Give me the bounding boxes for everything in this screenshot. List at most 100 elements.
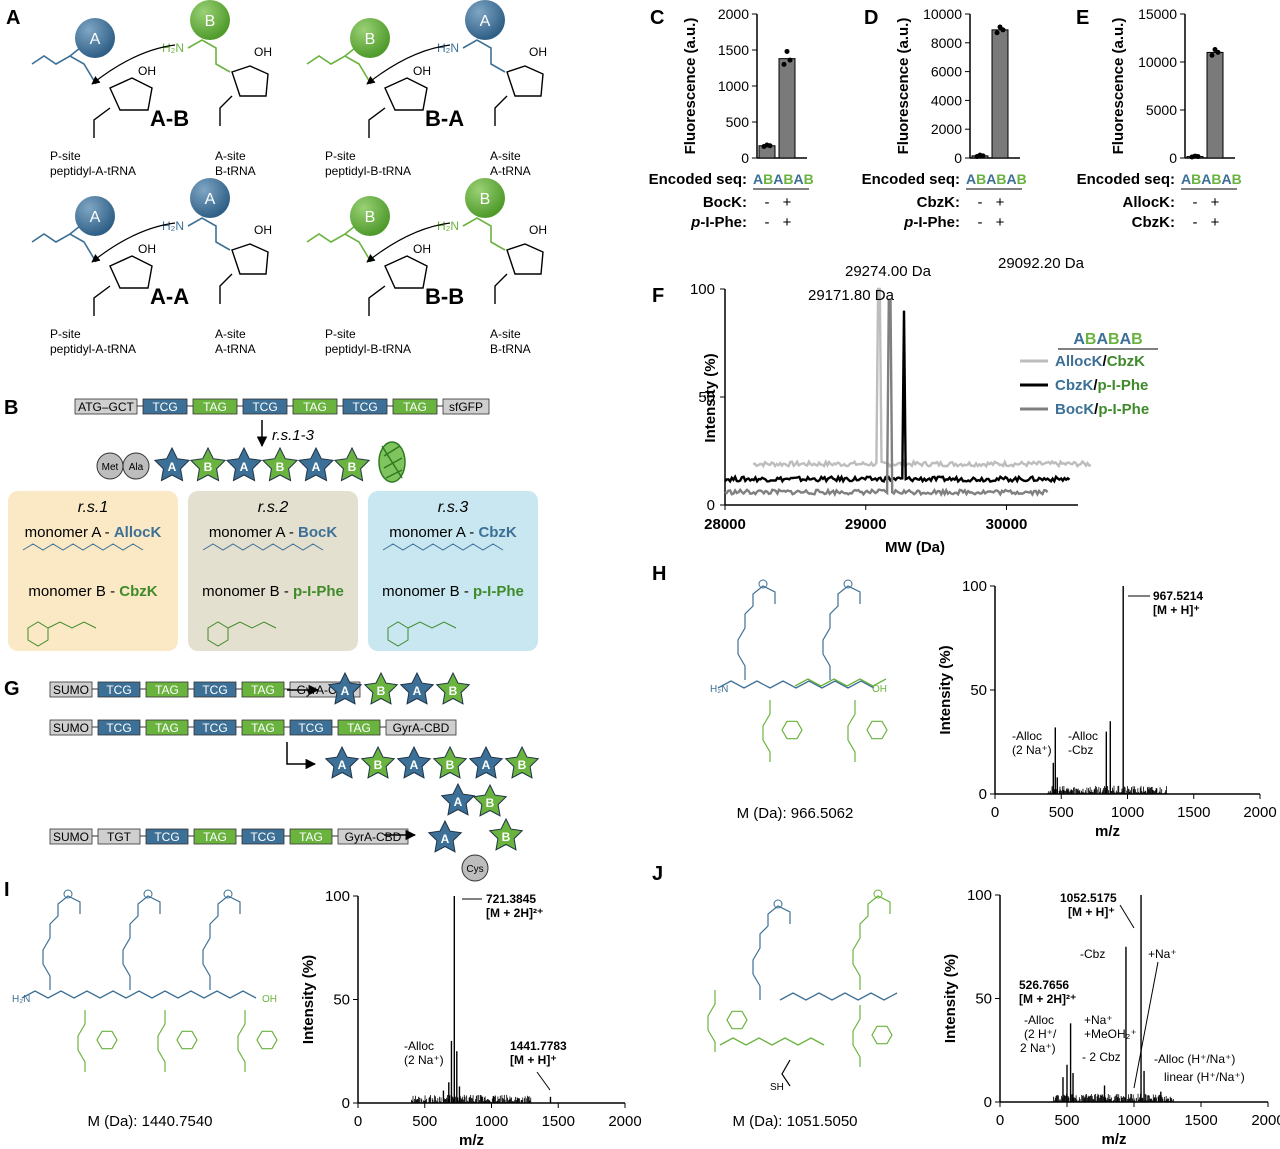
a-monomer-sphere-right <box>190 0 230 40</box>
g-row2-part-5: TAG <box>289 828 333 845</box>
y-tick-label: 1000 <box>718 78 749 94</box>
b-set-monomer-b-name: CbzK <box>119 583 157 600</box>
a-oh-right: OH <box>529 223 547 237</box>
a-a-trna: B-tRNA <box>215 164 256 178</box>
h-oh: OH <box>872 684 887 695</box>
encoded-seq-letter: A <box>794 171 804 187</box>
x-tick-label: 2000 <box>608 1113 641 1130</box>
a-a-site: A-site <box>490 149 521 163</box>
bar-1 <box>991 29 1009 159</box>
b-codon-5: TCG <box>342 398 388 415</box>
g-pep4-star-3-shape <box>435 671 471 705</box>
f-legend-entry: AllocK/CbzK <box>1055 353 1145 370</box>
a-oh-left: OH <box>413 242 431 256</box>
x-tick-label: 500 <box>1049 804 1074 821</box>
b-structure-a <box>382 543 504 551</box>
g-pep6-star-1-shape <box>360 745 396 779</box>
y-tick-label: 1500 <box>718 42 749 58</box>
a-pair-label: A-B <box>150 106 189 131</box>
g-pep6-star-5-label: B <box>518 758 527 772</box>
b-structure-a <box>202 543 324 551</box>
h-ann-0: 967.5214 <box>1153 589 1203 603</box>
h-mass-label: M (Da): 966.5062 <box>737 805 854 822</box>
i-lys-1-carbonyl <box>143 889 153 899</box>
i-leader-2 <box>536 1071 551 1091</box>
a-pair-label: A-A <box>150 284 189 309</box>
a-monomer-sphere-left <box>350 18 390 58</box>
panel-label-f: F <box>652 285 664 307</box>
f-series-1 <box>724 310 1071 484</box>
h-cbz-1 <box>762 700 803 762</box>
j-lys-2 <box>852 889 891 990</box>
g-row1-part-2-label: TAG <box>155 721 179 735</box>
b-codon-7-label: sfGFP <box>449 400 483 414</box>
y-tick-label: 100 <box>962 578 987 595</box>
g-row0-part-4: TAG <box>241 681 285 698</box>
b-set-monomer-b: monomer B - p-I-Phe <box>382 583 524 600</box>
y-tick-label: 10000 <box>1138 54 1177 70</box>
h-amine: H₂N <box>710 684 728 695</box>
y-tick-label: 100 <box>967 887 992 904</box>
b-star-1-label: B <box>204 460 213 474</box>
a-a-site: A-site <box>215 149 246 163</box>
b-star-5: B <box>333 446 371 482</box>
g-pep6-star-2-label: A <box>410 758 419 772</box>
a-oh-left: OH <box>413 64 431 78</box>
g-row0-part-3: TCG <box>193 681 237 698</box>
i-ann-4: 1441.7783 <box>510 1039 567 1053</box>
f-y-tick-label: 100 <box>690 281 715 298</box>
f-peak-label-0: 29092.20 Da <box>998 255 1085 272</box>
y-tick-label: 6000 <box>931 64 962 80</box>
h-lys-1 <box>737 579 776 680</box>
b-codon-4: TAG <box>292 398 338 415</box>
j-lys-2-carbonyl <box>873 889 883 899</box>
j-annotations: 1052.5175[M + H]⁺-Cbz+Na⁺526.7656[M + 2H… <box>1019 891 1245 1089</box>
b-set-monomer-a-prefix: monomer A - <box>389 524 478 541</box>
j-sh: SH <box>770 1082 784 1093</box>
b-set-monomer-a-name: CbzK <box>478 524 516 541</box>
b-structure-b <box>27 621 97 647</box>
g-pep4-star-0: A <box>327 671 363 705</box>
h-cbz-2-ring <box>866 720 888 740</box>
f-peak-label-1: 29274.00 Da <box>845 263 932 280</box>
g-pep4-star-2-label: A <box>413 684 422 698</box>
g-row0-part-0-label: SUMO <box>53 683 89 697</box>
h-ann-2: -Alloc <box>1012 729 1042 743</box>
a-p-trna: peptidyl-A-tRNA <box>50 164 136 178</box>
b-set-monomer-b: monomer B - CbzK <box>28 583 157 600</box>
a-aminoacyl-chain <box>462 39 506 73</box>
a-p-site: P-site <box>325 327 356 341</box>
y-tick-label: 2000 <box>718 6 749 22</box>
f-legend-slash: / <box>1094 401 1099 418</box>
h-ann-1: [M + H]⁺ <box>1153 603 1200 617</box>
data-point <box>1195 154 1201 160</box>
data-point <box>787 57 793 63</box>
a-attack-arrow <box>91 44 176 85</box>
b-codon-1-label: TCG <box>152 400 177 414</box>
a-monomer-sphere-left <box>75 196 115 236</box>
h-cbz-1-sidechain <box>762 700 771 762</box>
j-backbone-2-backbone <box>779 992 898 1001</box>
g-cyclic-star-0-shape <box>440 782 476 816</box>
b-set-monomer-a-name: AllocK <box>114 524 162 541</box>
i-lys-0-carbonyl <box>63 889 73 899</box>
f-legend-slash: / <box>1093 377 1098 394</box>
a-linker-left <box>368 107 386 138</box>
g-row1-part-5: TCG <box>289 719 333 736</box>
b-codon-7: sfGFP <box>442 398 490 415</box>
a-amine: H₂N <box>437 41 459 55</box>
j-leader-3 <box>1133 961 1159 1089</box>
b-set-bg <box>188 491 358 651</box>
b-star-4-label: A <box>312 460 321 474</box>
g-row2-part-1-label: TGT <box>107 830 132 844</box>
j-ann-0: 1052.5175 <box>1060 891 1117 905</box>
g-row1-part-7: GyrA-CBD <box>385 719 457 736</box>
data-point <box>1209 52 1215 58</box>
g-pep4-star-1-shape <box>363 671 399 705</box>
encoded-seq-letter: B <box>804 171 814 187</box>
x-tick-label: 0 <box>996 1112 1004 1129</box>
i-lys-0 <box>42 889 81 990</box>
